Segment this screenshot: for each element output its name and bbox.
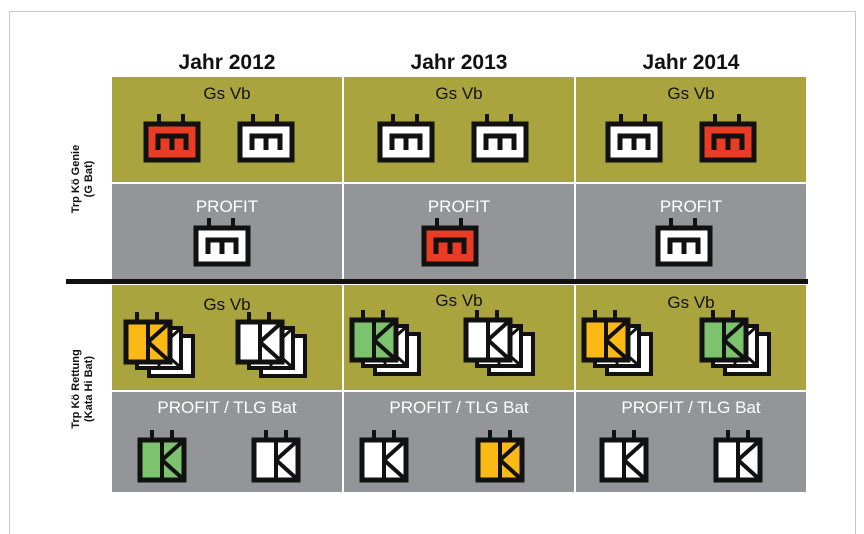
genie-profit-2013-label: PROFIT (427, 197, 491, 216)
rettung-profit-2014: PROFIT / TLG Bat (575, 391, 807, 493)
year-2014-heading: Jahr 2014 (642, 51, 740, 74)
rescue-unit-icon (137, 430, 187, 483)
figure-frame (9, 11, 856, 534)
genie-gsvb-2013: Gs Vb (343, 76, 575, 183)
engineer-unit-icon (699, 114, 757, 163)
rescue-unit-double-icon (235, 312, 307, 378)
rescue-unit-double-icon (123, 312, 195, 378)
genie-profit-2012-label: PROFIT (195, 197, 259, 216)
genie-gsvb-2013-label: Gs Vb (435, 84, 483, 103)
rescue-unit-double-icon (349, 310, 421, 376)
rettung-profit-2014-label: PROFIT / TLG Bat (621, 398, 761, 417)
genie-gsvb-2012: Gs Vb (111, 76, 343, 183)
row-label-rettung-line1: Trp Kö Rettung (70, 349, 82, 429)
genie-profit-2014-label: PROFIT (659, 197, 723, 216)
engineer-unit-icon (471, 114, 529, 163)
rescue-unit-double-icon (581, 310, 653, 376)
row-label-rettung: Trp Kö Rettung (Kata Hi Bat) (70, 289, 100, 489)
rettung-profit-2012-label: PROFIT / TLG Bat (157, 398, 297, 417)
engineer-unit-icon (605, 114, 663, 163)
row-label-rettung-line2: (Kata Hi Bat) (83, 356, 95, 423)
engineer-unit-icon (237, 114, 295, 163)
engineer-unit-icon (421, 218, 479, 267)
engineer-unit-icon (143, 114, 201, 163)
rettung-gsvb-2014-label: Gs Vb (667, 293, 715, 312)
row-label-genie-line2: (G Bat) (83, 160, 95, 198)
rescue-unit-icon (599, 430, 649, 483)
engineer-unit-icon (377, 114, 435, 163)
cropped-header-text (0, 0, 260, 4)
genie-gsvb-2014-label: Gs Vb (667, 84, 715, 103)
section-divider (66, 279, 808, 284)
rescue-unit-icon (713, 430, 763, 483)
rescue-unit-double-icon (463, 310, 535, 376)
rescue-unit-double-icon (699, 310, 771, 376)
rescue-unit-icon (475, 430, 525, 483)
row-label-genie: Trp Kö Genie (G Bat) (70, 79, 100, 279)
rescue-unit-icon (251, 430, 301, 483)
engineer-unit-icon (193, 218, 251, 267)
rettung-gsvb-2013-label: Gs Vb (435, 291, 483, 310)
unit-grid: Gs Vb Gs Vb Gs Vb PROFIT PROFIT PROFIT G… (111, 76, 807, 493)
engineer-unit-icon (655, 218, 713, 267)
rescue-unit-icon (359, 430, 409, 483)
rettung-gsvb-2012-label: Gs Vb (203, 295, 251, 314)
rettung-profit-2013-label: PROFIT / TLG Bat (389, 398, 529, 417)
year-2013-heading: Jahr 2013 (410, 51, 508, 74)
row-label-genie-line1: Trp Kö Genie (70, 144, 82, 214)
genie-gsvb-2012-label: Gs Vb (203, 84, 251, 103)
year-2012-heading: Jahr 2012 (178, 51, 276, 74)
